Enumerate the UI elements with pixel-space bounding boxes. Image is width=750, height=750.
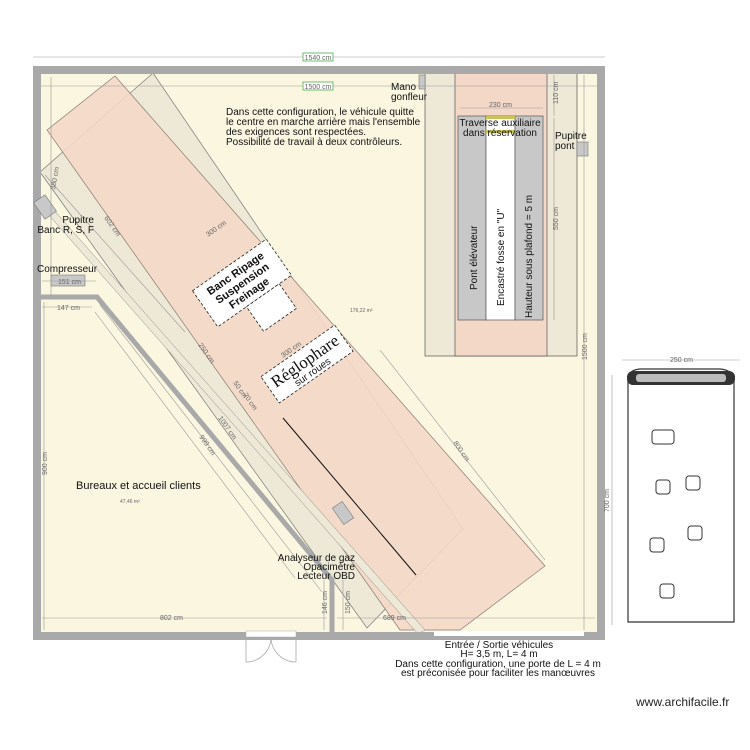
dim-box-total bbox=[302, 52, 334, 62]
porte-note-1: Dans cette configuration, une porte de L… bbox=[395, 659, 601, 670]
banc-box bbox=[191, 238, 293, 328]
traverse-label-2: dans réservation bbox=[463, 128, 537, 139]
dim-inner-height: 1500 cm bbox=[582, 333, 589, 360]
pupitre-banc-label: Pupitre bbox=[62, 215, 94, 226]
dim-total-width: 1540 cm bbox=[305, 55, 332, 62]
dim-550: 550 cm bbox=[553, 207, 560, 230]
dim-900: 900 cm bbox=[42, 452, 49, 475]
analyseur-box bbox=[331, 500, 355, 526]
bureaux-label: Bureaux et accueil clients bbox=[76, 480, 201, 492]
entrance-door-swing bbox=[245, 636, 297, 663]
office-area: 47,46 m² bbox=[120, 499, 140, 505]
porte-note-2: est préconisée pour faciliter les manœuv… bbox=[401, 668, 595, 679]
vehicle-door-opening[interactable] bbox=[434, 631, 584, 636]
dim-110: 110 cm bbox=[553, 81, 560, 104]
mano-box bbox=[418, 74, 426, 90]
config-note-line: le centre en marche arrière mais l'ensem… bbox=[226, 117, 421, 128]
hauteur-label: Hauteur sous plafond = 5 m bbox=[524, 195, 535, 318]
mano-label-2: gonfleur bbox=[391, 92, 428, 103]
entree-dims: H= 3,5 m, L= 4 m bbox=[460, 649, 537, 660]
interior-wall bbox=[40, 294, 335, 636]
entrance-door-opening[interactable] bbox=[245, 630, 297, 638]
dim-inner-width: 1500 cm bbox=[305, 84, 332, 91]
dim-230: 230 cm bbox=[489, 102, 512, 109]
dim-box-inner bbox=[302, 81, 334, 91]
dim-689: 689 cm bbox=[383, 615, 406, 622]
lift-right-rail bbox=[514, 115, 544, 321]
compresseur-label: Compresseur bbox=[37, 264, 98, 275]
pupitre-banc-label-2: Banc R, S, F bbox=[37, 225, 94, 236]
dim-802: 802 cm bbox=[160, 615, 183, 622]
dim-left-upper: 380 cm bbox=[50, 166, 61, 190]
pupitre-pont-box bbox=[576, 141, 589, 157]
opacimetre-label: Opacimètre bbox=[303, 562, 355, 573]
config-note-line: Dans cette configuration, le véhicule qu… bbox=[226, 107, 414, 118]
pupitre-pont-label: Pupitre bbox=[555, 131, 587, 142]
dim-compressor: 151 cm bbox=[58, 279, 81, 286]
vehicle-topview bbox=[627, 368, 735, 623]
traverse-bar bbox=[486, 116, 515, 119]
watermark: www.archifacile.fr bbox=[635, 695, 729, 709]
mano-label: Mano bbox=[391, 82, 416, 93]
pont-elevateur-label: Pont élévateur bbox=[469, 225, 480, 290]
lift-left-rail bbox=[457, 115, 487, 321]
workshop-area: 176,22 m² bbox=[350, 308, 373, 314]
encastre-label: Encastré fosse en "U" bbox=[496, 208, 507, 306]
dim-vehicle-width: 250 cm bbox=[670, 357, 693, 364]
config-note-line: Possibilité de travail à deux contrôleur… bbox=[226, 137, 402, 148]
traverse-label: Traverse auxiliaire bbox=[459, 118, 541, 129]
reglophare-box bbox=[260, 324, 354, 404]
pit-center bbox=[485, 115, 516, 321]
entree-label: Entrée / Sortie véhicules bbox=[445, 640, 553, 651]
analyseur-label: Analyseur de gaz bbox=[278, 553, 355, 564]
config-note: Dans cette configuration, le véhicule qu… bbox=[226, 107, 421, 148]
obd-label: Lecteur OBD bbox=[297, 571, 355, 582]
traverse-bar-2 bbox=[486, 130, 515, 133]
config-note-line: des exigences sont respectées. bbox=[226, 127, 366, 138]
dim-150: 150 cm bbox=[345, 591, 352, 614]
reglophare-rail bbox=[282, 417, 417, 576]
dim-vehicle-length: 700 cm bbox=[604, 489, 611, 512]
dim-146: 146 cm bbox=[322, 591, 329, 614]
dim-office-offset: 147 cm bbox=[57, 305, 80, 312]
pupitre-pont-label-2: pont bbox=[555, 141, 575, 152]
